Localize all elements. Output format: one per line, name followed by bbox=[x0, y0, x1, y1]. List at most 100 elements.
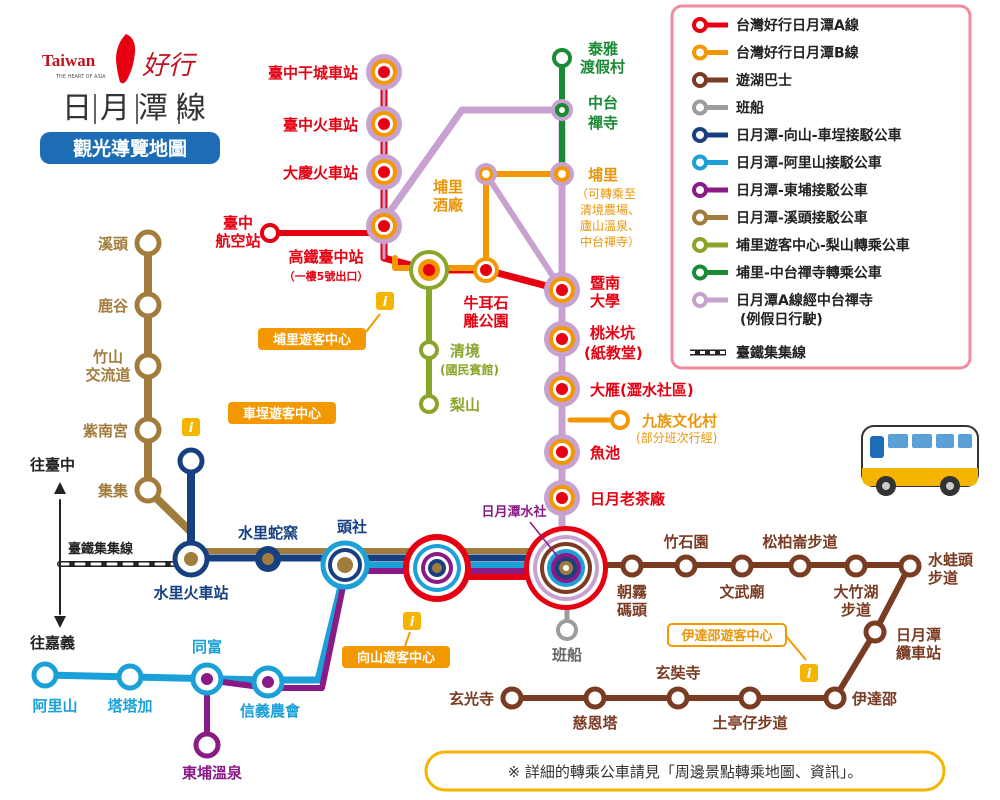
svg-text:（一樓5號出口）: （一樓5號出口） bbox=[284, 269, 369, 283]
label-daqing: 大慶火車站 bbox=[283, 164, 358, 182]
stop-taichung-train[interactable] bbox=[366, 106, 402, 142]
svg-text:大學: 大學 bbox=[590, 292, 620, 310]
stop-alishan[interactable] bbox=[31, 661, 59, 689]
stop-jiji[interactable] bbox=[134, 476, 162, 504]
legend-marker bbox=[692, 209, 708, 226]
label-sun-moon-pier: 日月潭水社 bbox=[481, 504, 546, 520]
stop-daqing[interactable] bbox=[366, 154, 402, 190]
stop-xiangshan[interactable] bbox=[403, 534, 471, 602]
stop-xuanguang[interactable] bbox=[500, 686, 524, 710]
stop-xinyi[interactable] bbox=[251, 665, 285, 699]
label-alishan: 阿里山 bbox=[32, 697, 77, 715]
stop-jiuzu[interactable] bbox=[610, 410, 630, 430]
stop-ropeway[interactable] bbox=[863, 620, 887, 644]
stop-tutingzi[interactable] bbox=[738, 686, 762, 710]
legend-label: 臺鐵集集線 bbox=[736, 345, 806, 362]
legend-label: 日月潭-東埔接駁公車 bbox=[736, 182, 868, 199]
stop-dayan[interactable] bbox=[544, 371, 580, 407]
stop-shuili[interactable] bbox=[172, 540, 210, 578]
legend-item: 日月潭-阿里山接駁公車 bbox=[692, 154, 882, 172]
route-xitou bbox=[144, 239, 195, 563]
label-xinyi: 信義農會 bbox=[240, 702, 301, 720]
svg-text:交流道: 交流道 bbox=[85, 366, 130, 384]
legend-label: 台灣好行日月潭A線 bbox=[736, 17, 859, 34]
stop-tatajia[interactable] bbox=[116, 663, 144, 691]
stop-dazhuhu[interactable] bbox=[844, 554, 868, 578]
stop-tongfu[interactable] bbox=[190, 662, 224, 696]
stop-xitou[interactable] bbox=[134, 229, 162, 257]
svg-text:禪寺: 禪寺 bbox=[587, 114, 618, 132]
stop-shuiwatou[interactable] bbox=[898, 554, 922, 578]
stop-puli-winery[interactable] bbox=[475, 163, 497, 185]
label-lugu: 鹿谷 bbox=[98, 297, 129, 315]
stop-shuili-kiln[interactable] bbox=[255, 546, 281, 572]
legend-item: 日月潭-溪頭接駁公車 bbox=[692, 209, 868, 227]
legend-item: 日月潭-向山-車埕接駁公車 bbox=[692, 127, 902, 144]
stop-taiya[interactable] bbox=[552, 48, 572, 68]
label-puli-winery: 埔里 bbox=[433, 178, 463, 196]
info-icon: i bbox=[403, 612, 421, 630]
svg-text:酒廠: 酒廠 bbox=[433, 196, 464, 214]
label-niuer: 牛耳石 bbox=[463, 294, 508, 312]
stop-sun-moon-pier[interactable] bbox=[524, 526, 608, 610]
legend-item: (例假日行駛) bbox=[740, 311, 823, 328]
stop-xuanzang[interactable] bbox=[666, 686, 690, 710]
label-hsr: 高鐵臺中站 bbox=[288, 248, 363, 266]
stop-zinan[interactable] bbox=[134, 416, 162, 444]
svg-text:清境農場、: 清境農場、 bbox=[580, 202, 640, 217]
label-tongfu: 同富 bbox=[192, 638, 222, 656]
stop-taomikeng[interactable] bbox=[544, 321, 580, 357]
stop-airport[interactable] bbox=[260, 223, 280, 243]
label-zhushiyuan: 竹石園 bbox=[662, 533, 708, 551]
stop-zhongtai[interactable] bbox=[551, 99, 573, 121]
stop-wenwu[interactable] bbox=[730, 554, 754, 578]
svg-text:i: i bbox=[807, 667, 812, 682]
stop-chi-nan[interactable] bbox=[544, 272, 580, 308]
stop-dongpu[interactable] bbox=[193, 731, 221, 759]
stop-lugu[interactable] bbox=[134, 291, 162, 319]
svg-text:雕公園: 雕公園 bbox=[463, 312, 508, 330]
stop-yuchi[interactable] bbox=[544, 434, 580, 470]
stop-qingjing[interactable] bbox=[419, 340, 439, 360]
legend-label: 台灣好行日月潭B線 bbox=[736, 45, 859, 62]
stop-boat[interactable] bbox=[556, 619, 578, 641]
legend-label: 日月潭A線經中台禪寺 bbox=[736, 292, 873, 309]
stop-ita-thao[interactable] bbox=[823, 686, 847, 710]
stop-niuer[interactable] bbox=[473, 257, 499, 283]
legend-item: 埔里遊客中心-梨山轉乘公車 bbox=[692, 237, 910, 254]
stop-puli[interactable] bbox=[550, 162, 574, 186]
svg-text:(部分班次行經): (部分班次行經) bbox=[636, 430, 717, 445]
stop-taichung-ganchen[interactable] bbox=[366, 54, 402, 90]
legend-label: 班船 bbox=[736, 100, 764, 117]
legend-marker bbox=[692, 99, 708, 116]
stop-zhushiyuan[interactable] bbox=[674, 554, 698, 578]
legend-marker bbox=[692, 17, 708, 33]
stop-lishan[interactable] bbox=[419, 394, 439, 414]
stop-toushe[interactable] bbox=[320, 540, 370, 590]
legend-item: 遊湖巴士 bbox=[692, 72, 792, 89]
stop-puli-visitor-transfer[interactable] bbox=[409, 250, 449, 290]
legend-item: 台灣好行日月潭B線 bbox=[692, 44, 859, 62]
legend-marker bbox=[692, 154, 708, 171]
station-labels: 臺中干城車站 臺中火車站 大慶火車站 臺中 航空站 高鐵臺中站 （一樓5號出口）… bbox=[30, 40, 974, 782]
stop-cien[interactable] bbox=[583, 686, 607, 710]
label-chaowu: 朝霧 bbox=[617, 583, 648, 601]
label-qingjing: 清境 bbox=[450, 342, 480, 360]
stop-checheng[interactable] bbox=[177, 447, 205, 475]
stop-zhushan[interactable] bbox=[134, 352, 162, 380]
stop-hsr-taichung[interactable] bbox=[366, 208, 402, 244]
svg-text:中台禪寺）: 中台禪寺） bbox=[580, 234, 640, 249]
logo-word: Taiwan bbox=[42, 51, 96, 70]
svg-text:纜車站: 纜車站 bbox=[896, 644, 941, 662]
stop-chaowu[interactable] bbox=[620, 554, 644, 578]
page-title: 日月潭線 bbox=[62, 91, 214, 126]
subtitle-badge bbox=[40, 132, 220, 164]
label-to-chiayi: 往嘉義 bbox=[30, 634, 75, 652]
taiwan-island-icon bbox=[116, 34, 136, 84]
footer-note: ※ 詳細的轉乘公車請見「周邊景點轉乘地圖、資訊」。 bbox=[424, 750, 946, 792]
stop-songbai[interactable] bbox=[788, 554, 812, 578]
brand-logo: Taiwan THE HEART OF ASIA 好行 bbox=[42, 34, 198, 84]
stop-old-tea[interactable] bbox=[544, 480, 580, 516]
label-taomikeng: 桃米坑 bbox=[590, 324, 635, 342]
legend-marker bbox=[692, 127, 708, 143]
